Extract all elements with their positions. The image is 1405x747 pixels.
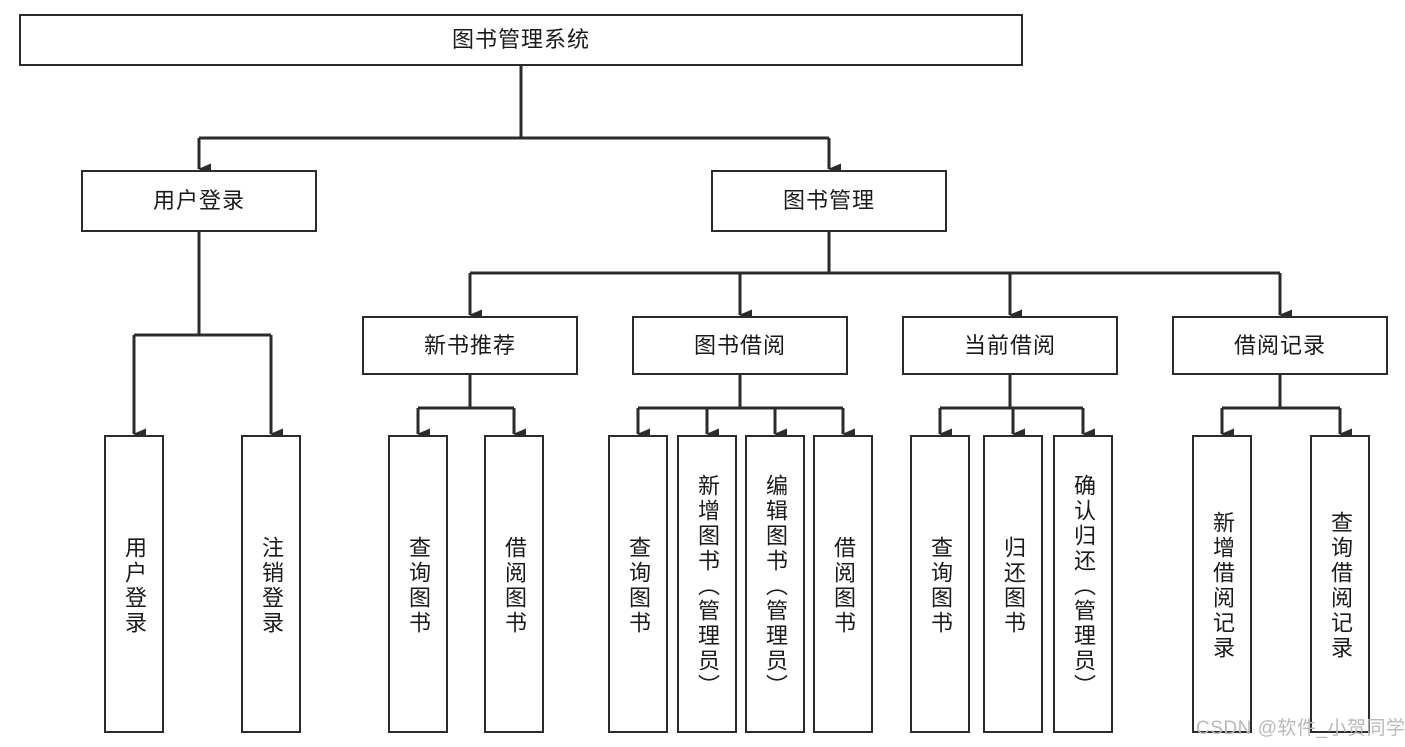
leaf-return-book[interactable]: 归还图书 (983, 435, 1043, 733)
node-new-book-recommend[interactable]: 新书推荐 (362, 316, 578, 375)
node-user-login-label: 用户登录 (152, 188, 245, 214)
leaf-confirm-return-admin[interactable]: 确认归还（管理员） (1053, 435, 1113, 733)
leaf-user-login[interactable]: 用户登录 (104, 435, 164, 733)
node-book-management-label: 图书管理 (782, 188, 875, 214)
node-root[interactable]: 图书管理系统 (19, 14, 1023, 66)
leaf-add-borrow-record[interactable]: 新增借阅记录 (1192, 435, 1252, 733)
leaf-logout[interactable]: 注销登录 (241, 435, 301, 733)
leaf-query-book-borrow[interactable]: 查询图书 (608, 435, 668, 733)
node-user-login[interactable]: 用户登录 (81, 170, 317, 232)
csdn-watermark: CSDN @软件_小贺同学 (1196, 718, 1405, 739)
leaf-query-book-current-label: 查询图书 (927, 536, 953, 636)
leaf-query-book-current[interactable]: 查询图书 (910, 435, 970, 733)
leaf-query-book-recommend-label: 查询图书 (405, 536, 431, 636)
node-borrow-record[interactable]: 借阅记录 (1172, 316, 1388, 375)
leaf-edit-book-admin-label: 编辑图书（管理员） (762, 473, 788, 699)
node-book-borrow[interactable]: 图书借阅 (632, 316, 848, 375)
leaf-borrow-book-recommend[interactable]: 借阅图书 (484, 435, 544, 733)
leaf-user-login-label: 用户登录 (121, 536, 147, 636)
leaf-edit-book-admin[interactable]: 编辑图书（管理员） (745, 435, 805, 733)
leaf-confirm-return-admin-label: 确认归还（管理员） (1070, 473, 1096, 699)
leaf-logout-label: 注销登录 (258, 536, 284, 636)
leaf-add-borrow-record-label: 新增借阅记录 (1209, 511, 1235, 661)
leaf-add-book-admin[interactable]: 新增图书（管理员） (677, 435, 737, 733)
leaf-query-borrow-record-label: 查询借阅记录 (1327, 511, 1353, 661)
node-current-borrow-label: 当前借阅 (963, 332, 1056, 358)
node-current-borrow[interactable]: 当前借阅 (902, 316, 1118, 375)
leaf-borrow-book-label: 借阅图书 (830, 536, 856, 636)
node-new-book-recommend-label: 新书推荐 (423, 332, 516, 358)
leaf-add-book-admin-label: 新增图书（管理员） (694, 473, 720, 699)
leaf-borrow-book[interactable]: 借阅图书 (813, 435, 873, 733)
leaf-query-book-recommend[interactable]: 查询图书 (388, 435, 448, 733)
node-book-borrow-label: 图书借阅 (693, 332, 786, 358)
leaf-borrow-book-recommend-label: 借阅图书 (501, 536, 527, 636)
leaf-return-book-label: 归还图书 (1000, 536, 1026, 636)
node-root-label: 图书管理系统 (451, 27, 590, 53)
node-book-management[interactable]: 图书管理 (711, 170, 947, 232)
leaf-query-book-borrow-label: 查询图书 (625, 536, 651, 636)
edges (132, 66, 1352, 440)
node-borrow-record-label: 借阅记录 (1233, 332, 1326, 358)
leaf-query-borrow-record[interactable]: 查询借阅记录 (1310, 435, 1370, 733)
